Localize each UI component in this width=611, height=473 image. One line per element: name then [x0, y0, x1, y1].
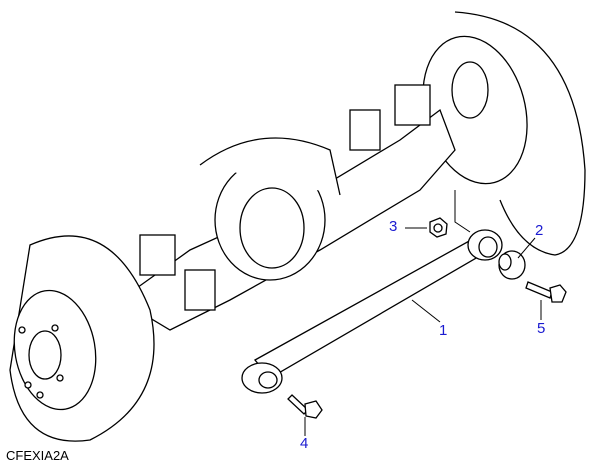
callout-3: 3 [389, 218, 398, 235]
callout-4: 4 [300, 435, 309, 452]
left-brake-disc [9, 235, 155, 442]
bolt-front[interactable] [287, 394, 323, 419]
callout-1: 1 [439, 322, 448, 339]
figure-code: CFEXIA2A [6, 448, 69, 463]
nut[interactable] [429, 217, 448, 238]
callout-5: 5 [537, 320, 546, 337]
callout-2: 2 [535, 222, 544, 239]
right-brake-disc [422, 11, 586, 256]
axle-housing [118, 84, 456, 331]
bush[interactable] [498, 250, 526, 280]
bolt-rear[interactable] [525, 281, 567, 303]
trailing-arm[interactable] [241, 229, 503, 394]
leader-lines [304, 190, 542, 436]
